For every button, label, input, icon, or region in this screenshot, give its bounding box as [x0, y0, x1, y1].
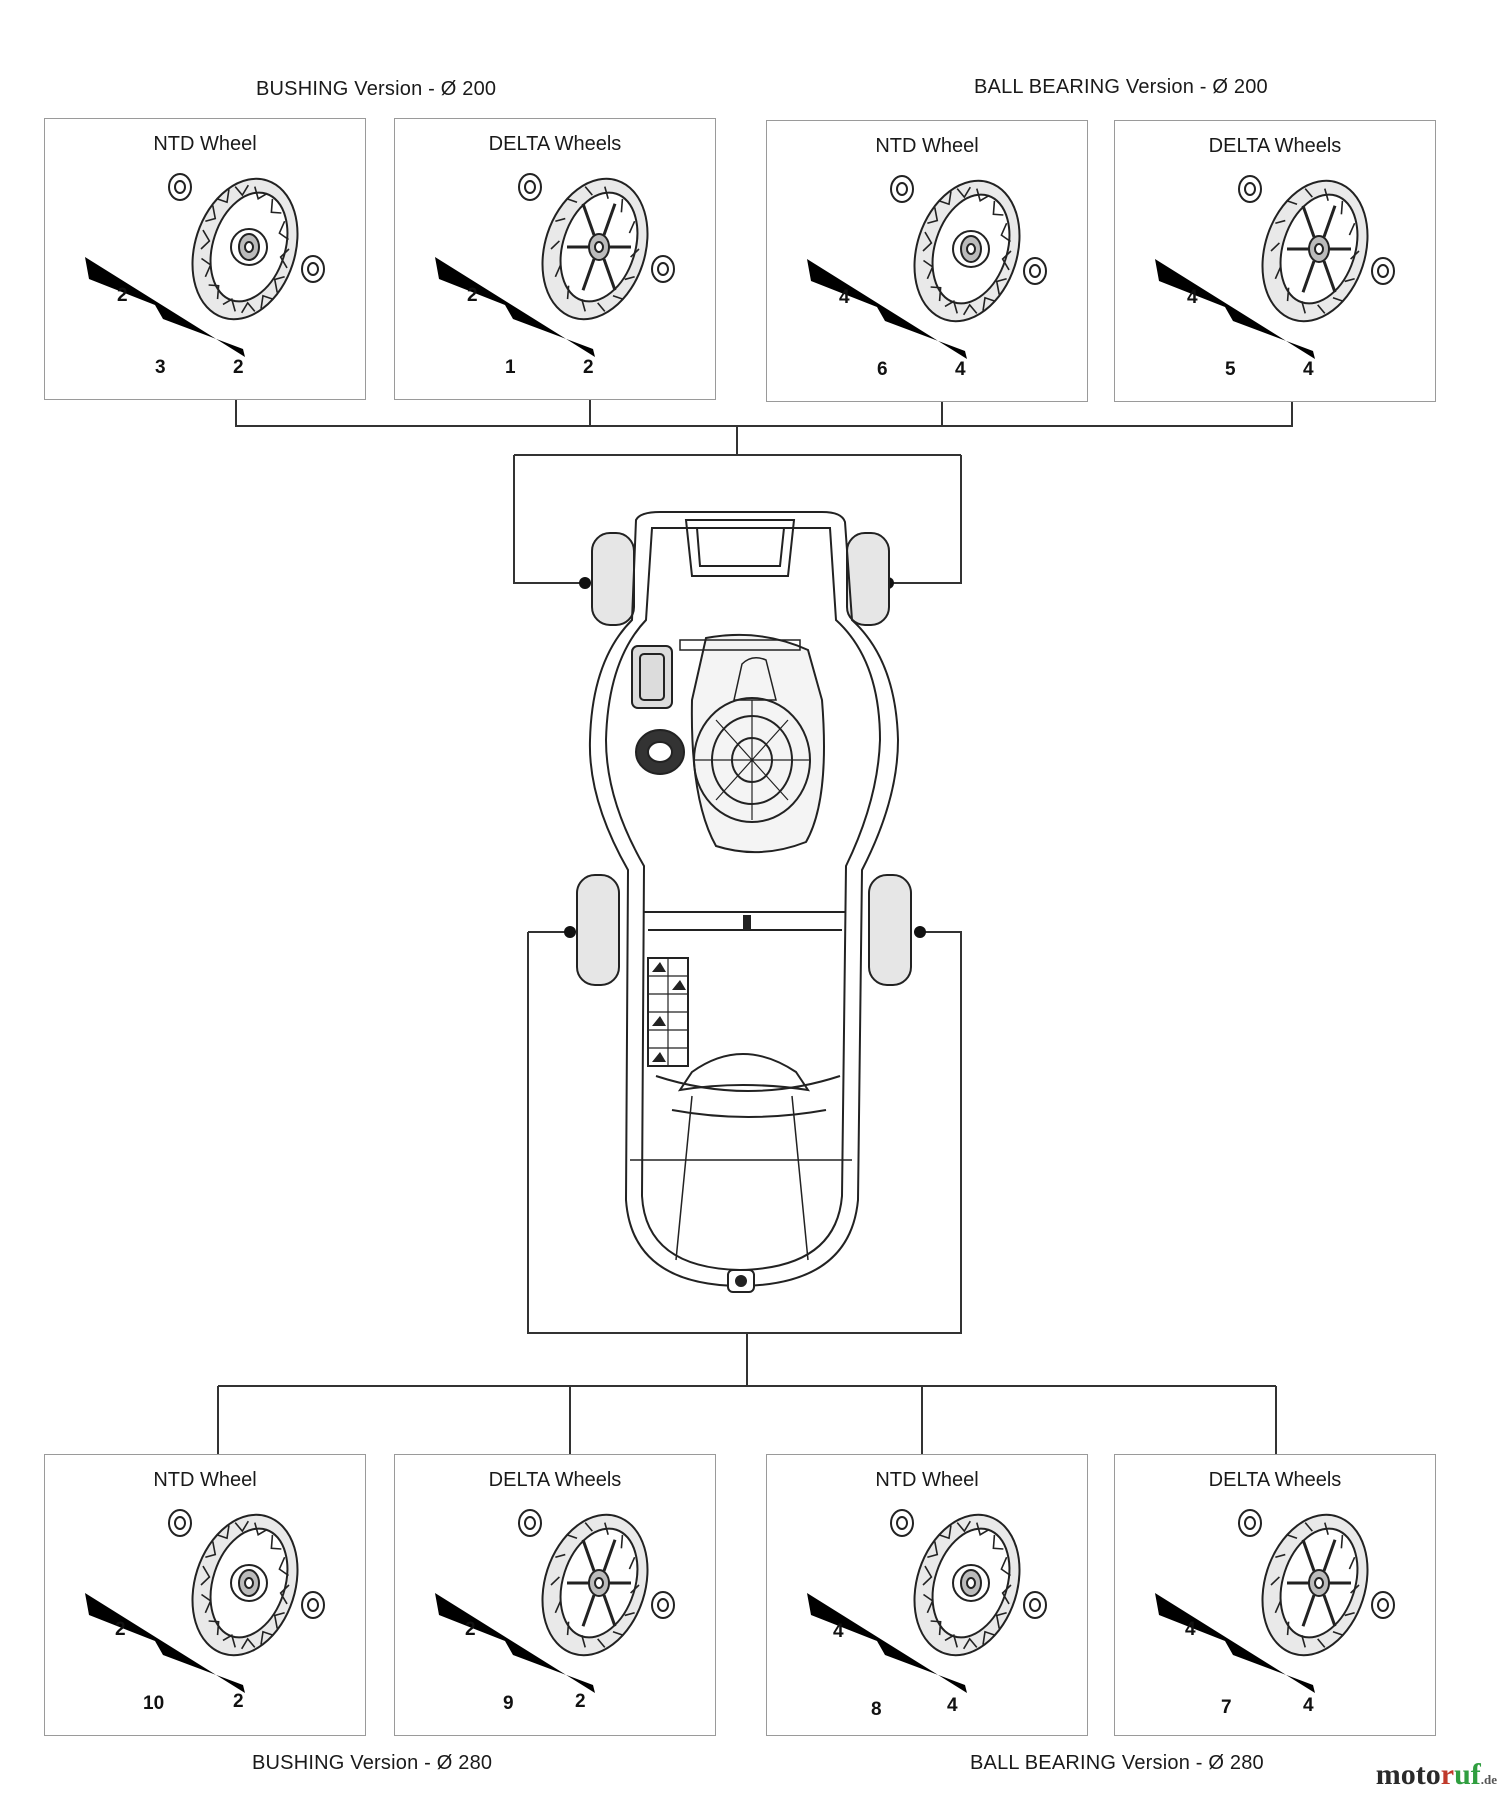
- lawnmower-icon: [576, 511, 912, 1293]
- wheel-panel-delta-ballbearing-280: DELTA Wheels 4 7 4: [1114, 1454, 1436, 1736]
- bearing-icon: [1023, 1591, 1047, 1619]
- part-number-left: 2: [467, 285, 478, 306]
- panel-title: DELTA Wheels: [488, 1469, 622, 1491]
- part-number-right: 2: [233, 1691, 244, 1712]
- wheel-panel-ntd-bushing-280: NTD Wheel 2 10 2: [44, 1454, 366, 1736]
- panel-title: NTD Wheel: [153, 133, 257, 155]
- bearing-icon: [651, 255, 675, 283]
- group-title-top-left: BUSHING Version - Ø 200: [256, 78, 497, 100]
- part-number-left: 4: [833, 1621, 844, 1642]
- wheel-exploded-view: [435, 1509, 675, 1693]
- bearing-icon: [890, 1509, 914, 1537]
- wheel-exploded-view: [1155, 1509, 1395, 1693]
- bearing-icon: [168, 1509, 192, 1537]
- part-number-right: 2: [233, 357, 244, 378]
- wheel-panel-delta-bushing-280: DELTA Wheels 2 9 2: [394, 1454, 716, 1736]
- part-number-left: 4: [1185, 1619, 1196, 1640]
- panel-title: DELTA Wheels: [1208, 135, 1342, 157]
- bearing-icon: [1371, 1591, 1395, 1619]
- bearing-icon: [1371, 257, 1395, 285]
- wheel-panel-delta-ballbearing-200: DELTA Wheels 4 5 4: [1114, 120, 1436, 402]
- part-number-left: 2: [115, 1619, 126, 1640]
- part-number-wheel: 7: [1221, 1697, 1232, 1718]
- group-title-bottom-left: BUSHING Version - Ø 280: [252, 1752, 493, 1774]
- part-number-right: 4: [955, 359, 966, 380]
- part-number-wheel: 3: [155, 357, 166, 378]
- part-number-wheel: 1: [505, 357, 516, 378]
- bushing-icon: [890, 175, 914, 203]
- part-number-wheel: 5: [1225, 359, 1236, 380]
- part-number-left: 4: [839, 287, 850, 308]
- bushing-icon: [168, 173, 192, 201]
- part-number-wheel: 10: [143, 1693, 165, 1714]
- wheel-panel-delta-bushing-200: DELTA Wheels 2 1 2: [394, 118, 716, 400]
- panel-title: NTD Wheel: [875, 135, 979, 157]
- part-number-right: 4: [1303, 359, 1314, 380]
- wheel-exploded-view: [85, 173, 325, 357]
- panel-title: DELTA Wheels: [488, 133, 622, 155]
- part-number-left: 4: [1187, 287, 1198, 308]
- part-number-wheel: 8: [871, 1699, 882, 1720]
- wheel-exploded-view: [1155, 175, 1395, 359]
- part-number-right: 4: [1303, 1695, 1314, 1716]
- part-number-wheel: 6: [877, 359, 888, 380]
- wheel-panel-ntd-ballbearing-280: NTD Wheel 4 8 4: [766, 1454, 1088, 1736]
- wheel-exploded-view: [807, 175, 1047, 359]
- wheel-exploded-view: [435, 173, 675, 357]
- part-number-right: 4: [947, 1695, 958, 1716]
- wheel-panel-ntd-bushing-200: NTD Wheel 2 3 2: [44, 118, 366, 400]
- part-number-left: 2: [117, 285, 128, 306]
- bearing-icon: [1023, 257, 1047, 285]
- bearing-icon: [1238, 1509, 1262, 1537]
- wheel-exploded-view: [807, 1509, 1047, 1693]
- panel-title: NTD Wheel: [875, 1469, 979, 1491]
- watermark-logo: motoruf.de: [1375, 1758, 1497, 1791]
- wheel-exploded-view: [85, 1509, 325, 1693]
- bearing-icon: [1238, 175, 1262, 203]
- part-number-wheel: 9: [503, 1693, 514, 1714]
- part-number-left: 2: [465, 1619, 476, 1640]
- part-number-right: 2: [583, 357, 594, 378]
- bearing-icon: [518, 173, 542, 201]
- wheel-panel-ntd-ballbearing-200: NTD Wheel 4 6 4: [766, 120, 1088, 402]
- panel-title: NTD Wheel: [153, 1469, 257, 1491]
- part-number-right: 2: [575, 1691, 586, 1712]
- bearing-icon: [301, 255, 325, 283]
- bearing-icon: [301, 1591, 325, 1619]
- panel-title: DELTA Wheels: [1208, 1469, 1342, 1491]
- bearing-icon: [651, 1591, 675, 1619]
- bearing-icon: [518, 1509, 542, 1537]
- group-title-bottom-right: BALL BEARING Version - Ø 280: [970, 1752, 1264, 1774]
- group-title-top-right: BALL BEARING Version - Ø 200: [974, 76, 1268, 98]
